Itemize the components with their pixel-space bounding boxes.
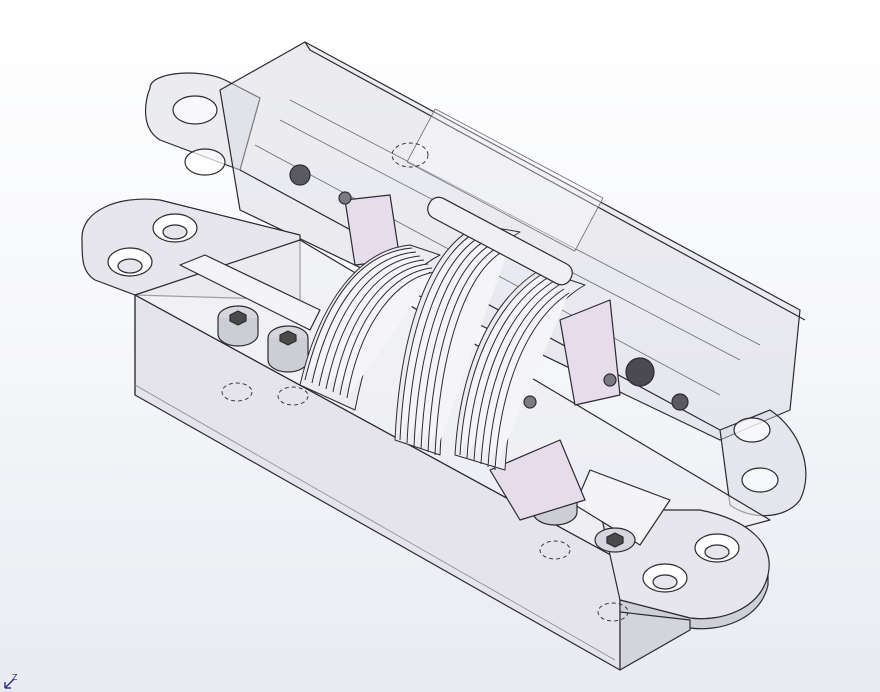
screw-left-2 bbox=[267, 325, 309, 373]
spring-stack-right bbox=[454, 269, 586, 471]
spring-stack-middle bbox=[394, 224, 521, 456]
bottom-flange-holes bbox=[107, 213, 740, 593]
screw-left-1 bbox=[217, 305, 259, 347]
spring-stack-left bbox=[299, 244, 441, 411]
coordinate-triad bbox=[4, 678, 15, 689]
pivot-pins bbox=[289, 164, 689, 411]
triad-axis-label: Z bbox=[12, 673, 18, 682]
top-flange-holes bbox=[172, 95, 779, 493]
hidden-edge-circles bbox=[221, 142, 629, 622]
bottom-slots bbox=[179, 254, 671, 546]
screw-right-2 bbox=[594, 527, 636, 553]
